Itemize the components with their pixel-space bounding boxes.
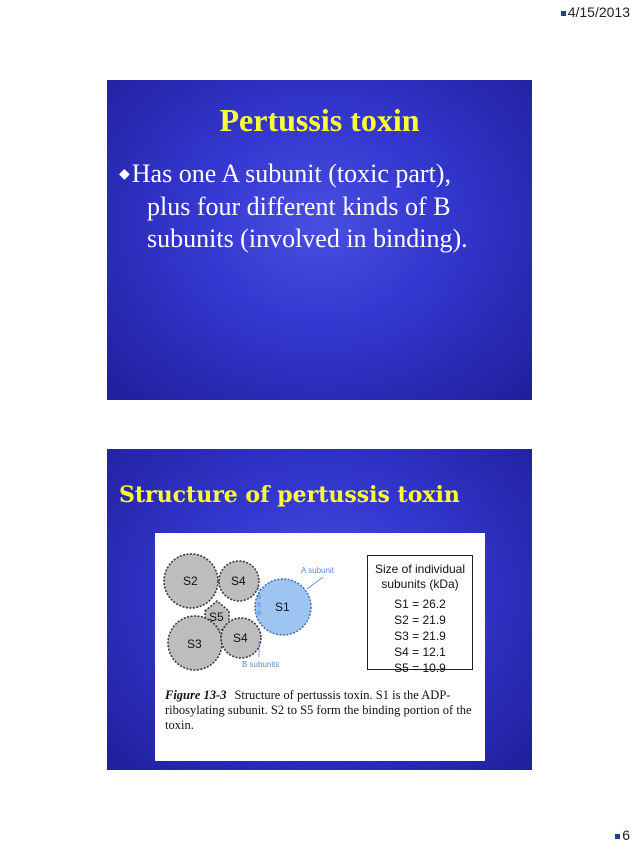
slide-2: Structure of pertussis toxin S2 S4 S5 S3… <box>107 449 532 770</box>
size-table-title-line-2: subunits (kDa) <box>368 577 472 592</box>
slide-2-title: Structure of pertussis toxin <box>119 482 460 508</box>
size-table-title-line-1: Size of individual <box>368 562 472 577</box>
s4-bottom-label: S4 <box>233 631 248 645</box>
date-text: 4/15/2013 <box>568 4 630 20</box>
header-date: 4/15/2013 <box>561 4 630 20</box>
size-row: S3 = 21.9 <box>368 628 472 644</box>
page-number-text: 6 <box>622 827 630 843</box>
bullet-line-2: plus four different kinds of B <box>119 191 524 223</box>
size-row: S4 = 12.1 <box>368 644 472 660</box>
b-subunits-label: B subunits <box>242 660 279 669</box>
bullet-square-icon <box>561 11 566 16</box>
bullet-square-icon <box>615 834 620 839</box>
slide-1-title: Pertussis toxin <box>107 102 532 139</box>
size-table-title: Size of individual subunits (kDa) <box>368 562 472 592</box>
s4-top-label: S4 <box>231 574 246 588</box>
s1-label: S1 <box>275 600 290 614</box>
figure-label: Figure 13-3 <box>165 688 226 702</box>
a-subunit-label: A subunit <box>301 566 335 575</box>
disulfide-mark-4: S <box>257 611 261 617</box>
bullet-line-1: ◆Has one A subunit (toxic part), <box>119 158 524 191</box>
bullet-line-3: subunits (involved in binding). <box>119 223 524 255</box>
a-subunit-arrow <box>307 577 323 589</box>
size-row: S1 = 26.2 <box>368 596 472 612</box>
s3-label: S3 <box>187 637 202 651</box>
size-table: Size of individual subunits (kDa) S1 = 2… <box>367 555 473 670</box>
disulfide-mark-2: S <box>257 595 261 601</box>
diamond-bullet-icon: ◆ <box>119 167 130 182</box>
slide-1: Pertussis toxin ◆Has one A subunit (toxi… <box>107 80 532 400</box>
s2-label: S2 <box>183 574 198 588</box>
slide-1-bullet: ◆Has one A subunit (toxic part), plus fo… <box>119 158 524 255</box>
disulfide-mark-1: S <box>257 587 261 593</box>
page-number: 6 <box>615 827 630 843</box>
size-table-rows: S1 = 26.2 S2 = 21.9 S3 = 21.9 S4 = 12.1 … <box>368 596 472 676</box>
size-row: S5 = 10.9 <box>368 660 472 676</box>
size-row: S2 = 21.9 <box>368 612 472 628</box>
figure-panel: S2 S4 S5 S3 S4 S1 S S S S A subunit <box>155 533 485 761</box>
bullet-line-1-text: Has one A subunit (toxic part), <box>132 159 451 188</box>
disulfide-mark-3: S <box>257 603 261 609</box>
